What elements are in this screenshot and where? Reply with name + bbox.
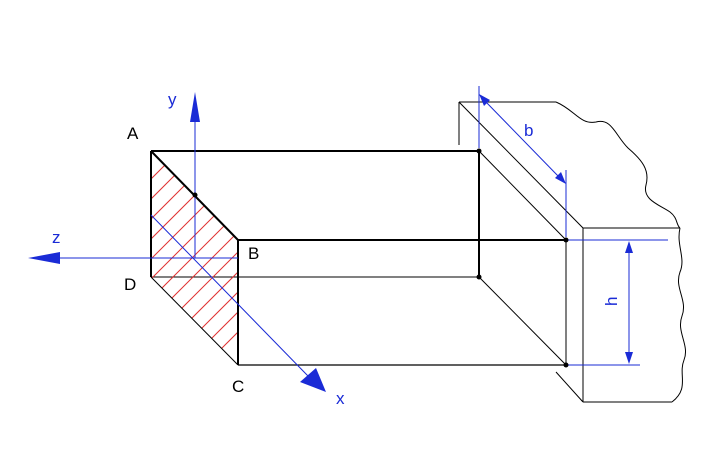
dim-b-arrow-1 <box>479 94 490 106</box>
beam-body <box>151 150 567 366</box>
label-x: x <box>336 389 345 408</box>
nodes <box>192 148 569 368</box>
x-axis-line <box>150 214 309 377</box>
label-h: h <box>602 297 621 306</box>
wall-left-bottom <box>555 371 584 403</box>
axes <box>28 92 326 392</box>
y-axis-arrow <box>190 92 200 122</box>
label-A: A <box>127 124 139 143</box>
z-axis-arrow <box>28 252 60 264</box>
label-b: b <box>524 121 533 140</box>
dim-h-arrow-bottom <box>625 352 633 364</box>
node-centroid <box>192 192 198 198</box>
x-axis-arrow <box>300 368 326 392</box>
node-end-top-front <box>563 237 569 243</box>
dimension-h <box>568 239 668 366</box>
node-end-top-back <box>476 148 482 154</box>
label-C: C <box>232 377 244 396</box>
section-edge-DC <box>150 276 239 366</box>
wall-support <box>458 101 686 403</box>
wall-wavy-right <box>671 227 686 403</box>
dimension-b <box>478 86 567 237</box>
label-D: D <box>124 275 136 294</box>
node-end-bottom-back <box>476 274 482 280</box>
wall-inner-diagonal <box>458 101 584 229</box>
label-B: B <box>248 244 259 263</box>
label-z: z <box>52 228 61 247</box>
dim-b-line <box>484 100 561 179</box>
beam-end-top-diagonal <box>478 150 567 241</box>
wall-wavy-top <box>555 101 681 229</box>
dim-b-arrow-2 <box>555 172 566 184</box>
beam-end-bottom-diagonal <box>478 276 567 366</box>
node-end-bottom-front <box>563 362 569 368</box>
label-y: y <box>168 90 177 109</box>
dim-h-arrow-top <box>625 241 633 253</box>
